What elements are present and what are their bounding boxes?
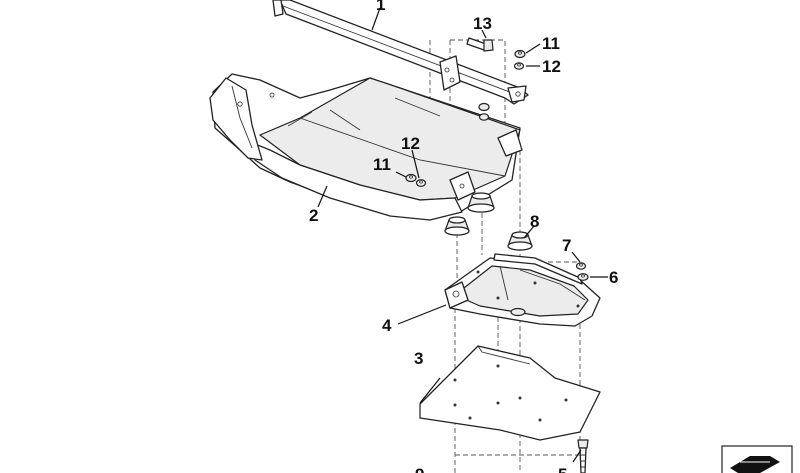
washer-nut-11-12-upper [513,49,526,70]
callout-11-upper: 11 [542,34,560,53]
washer-6 [577,273,589,281]
washer-nut-11-12-lower [405,173,427,187]
callout-9: 9 [415,465,424,473]
screw-5 [577,439,589,473]
shield-plate-3 [419,345,601,441]
callout-7: 7 [562,236,571,255]
callout-11-lower: 11 [373,155,391,174]
rubber-mount-8 [507,231,533,251]
leader-lines [317,7,608,463]
callout-1: 1 [376,0,385,14]
callout-13: 13 [473,14,492,33]
rubber-mount-upper [467,192,495,213]
bracket-plate-4 [444,253,601,327]
callout-4: 4 [382,316,392,335]
nut-7 [575,262,587,270]
callout-6: 6 [609,268,618,287]
callout-12-upper: 12 [542,57,561,76]
callout-2: 2 [309,206,318,225]
callout-3: 3 [414,349,423,368]
nuts-on-bracket [478,102,490,121]
callout-12-lower: 12 [401,134,420,153]
callout-5: 5 [558,465,567,473]
rubber-mount-left [444,216,470,236]
callout-labels: 1 13 11 12 12 11 2 8 7 6 4 3 9 5 [309,0,618,473]
bolt-13 [466,37,494,52]
front-apron [209,73,523,221]
callout-8: 8 [530,212,539,231]
arrow-symbol-icon [721,445,793,473]
rail-bracket [272,0,529,105]
